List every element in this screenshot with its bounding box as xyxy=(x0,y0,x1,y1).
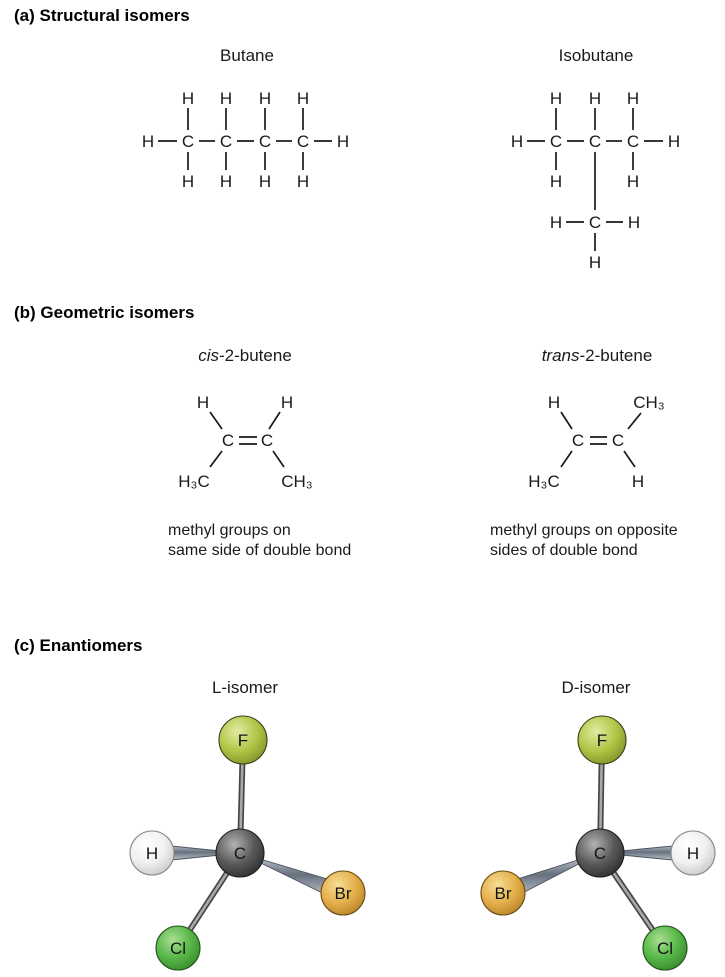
trans-2-butene-bond xyxy=(627,412,642,430)
trans-caption: methyl groups on opposite sides of doubl… xyxy=(490,521,678,561)
section-c-heading: (c) Enantiomers xyxy=(14,636,143,655)
trans-2-butene-title: trans-2-butene xyxy=(542,346,653,366)
isobutane-atom-C: C xyxy=(589,132,601,151)
cis-2-butene-atom-C: C xyxy=(261,431,273,450)
isobutane-atom-H: H xyxy=(550,172,562,191)
section-a-heading: (a) Structural isomers xyxy=(14,6,190,25)
trans-2-butene-atom-C: C xyxy=(572,431,584,450)
trans-2-butene-bond xyxy=(623,450,636,468)
isobutane-atom-C: C xyxy=(627,132,639,151)
isobutane-atom-H: H xyxy=(550,213,562,232)
trans-caption-line2: sides of double bond xyxy=(490,542,638,559)
isobutane-atom-H: H xyxy=(627,89,639,108)
isobutane-atom-C: C xyxy=(589,213,601,232)
butane-atom-H: H xyxy=(259,89,271,108)
trans-2-butene-bond xyxy=(560,450,573,468)
d-isomer-model: F H Cl Br C xyxy=(480,715,716,971)
d-isomer-atom-F-sphere xyxy=(577,715,627,765)
butane-atom-C: C xyxy=(297,132,309,151)
cis-caption: methyl groups on same side of double bon… xyxy=(168,521,351,561)
trans-caption-line1: methyl groups on opposite xyxy=(490,522,678,539)
d-isomer-atom-H-label: H xyxy=(687,844,699,863)
d-isomer-atom-F-label: F xyxy=(597,731,607,750)
butane-atom-C: C xyxy=(220,132,232,151)
l-isomer-model: F H Cl Br C xyxy=(129,715,366,971)
butane-formula: H C C C C H H H H H H H H H xyxy=(142,89,349,191)
cis-2-butene-atom-H: H xyxy=(197,393,209,412)
d-isomer-atom-C-label: C xyxy=(594,844,606,863)
butane-atom-C: C xyxy=(259,132,271,151)
isobutane-formula: H C C C H H H H H H H C H H xyxy=(511,89,680,272)
d-isomer-atom-H-sphere xyxy=(670,830,716,876)
butane-atom-H: H xyxy=(297,172,309,191)
trans-2-butene-bond xyxy=(560,411,573,430)
butane-atom-H: H xyxy=(220,172,232,191)
butane-atom-H: H xyxy=(182,89,194,108)
d-isomer-atom-Cl-sphere xyxy=(642,925,688,971)
cis-caption-line2: same side of double bond xyxy=(168,542,352,559)
d-isomer-atom-Cl-label: Cl xyxy=(657,939,673,958)
d-isomer-atom-C-sphere xyxy=(575,828,625,878)
cis-rest-part: -2-butene xyxy=(219,346,292,365)
isobutane-atom-C: C xyxy=(550,132,562,151)
trans-2-butene-atom-CH₃: CH₃ xyxy=(633,393,664,412)
isobutane-atom-H: H xyxy=(628,213,640,232)
butane-atom-H: H xyxy=(337,132,349,151)
butane-atom-H: H xyxy=(220,89,232,108)
l-isomer-atom-F-sphere xyxy=(218,715,268,765)
l-isomer-atom-Br-sphere xyxy=(320,870,366,916)
l-isomer-atom-C-sphere xyxy=(215,828,265,878)
butane-atom-H: H xyxy=(259,172,271,191)
trans-italic-part: trans xyxy=(541,346,580,365)
l-isomer-title: L-isomer xyxy=(211,678,279,697)
d-isomer-atom-Br-sphere xyxy=(480,870,526,916)
d-isomer-atom-Br-label: Br xyxy=(495,884,512,903)
butane-atom-H: H xyxy=(182,172,194,191)
isobutane-atom-H: H xyxy=(589,253,601,272)
section-b-heading: (b) Geometric isomers xyxy=(14,303,195,322)
cis-2-butene-bond xyxy=(209,450,223,468)
d-isomer-title: D-isomer xyxy=(561,678,631,697)
butane-title: Butane xyxy=(220,46,274,65)
trans-2-butene-atom-H: H xyxy=(548,393,560,412)
l-isomer-atom-Br-label: Br xyxy=(335,884,352,903)
isobutane-title: Isobutane xyxy=(558,46,634,65)
cis-2-butene-atom-H₃C: H₃C xyxy=(178,472,209,491)
l-isomer-atom-Cl-sphere xyxy=(155,925,201,971)
cis-2-butene-bond xyxy=(209,411,223,430)
l-isomer-atom-Cl-label: Cl xyxy=(170,939,186,958)
cis-2-butene-atom-CH₃: CH₃ xyxy=(281,472,312,491)
isobutane-atom-H: H xyxy=(550,89,562,108)
butane-atom-H: H xyxy=(297,89,309,108)
trans-2-butene-atom-H: H xyxy=(632,472,644,491)
l-isomer-atom-H-sphere xyxy=(129,830,175,876)
isobutane-atom-H: H xyxy=(589,89,601,108)
l-isomer-atom-H-label: H xyxy=(146,844,158,863)
trans-2-butene-atom-H₃C: H₃C xyxy=(528,472,559,491)
trans-2-butene-atom-C: C xyxy=(612,431,624,450)
isobutane-atom-H: H xyxy=(627,172,639,191)
butane-atom-H: H xyxy=(142,132,154,151)
cis-2-butene-bond xyxy=(268,411,281,430)
cis-2-butene-title: cis-2-butene xyxy=(198,346,292,366)
cis-italic-part: cis xyxy=(198,346,219,365)
butane-atom-C: C xyxy=(182,132,194,151)
isobutane-atom-H: H xyxy=(668,132,680,151)
l-isomer-atom-F-label: F xyxy=(238,731,248,750)
cis-2-butene-atom-H: H xyxy=(281,393,293,412)
l-isomer-atom-C-label: C xyxy=(234,844,246,863)
cis-2-butene-atom-C: C xyxy=(222,431,234,450)
isobutane-atom-H: H xyxy=(511,132,523,151)
cis-2-butene-bond xyxy=(272,450,285,468)
trans-rest-part: -2-butene xyxy=(579,346,653,365)
cis-caption-line1: methyl groups on xyxy=(168,522,291,539)
